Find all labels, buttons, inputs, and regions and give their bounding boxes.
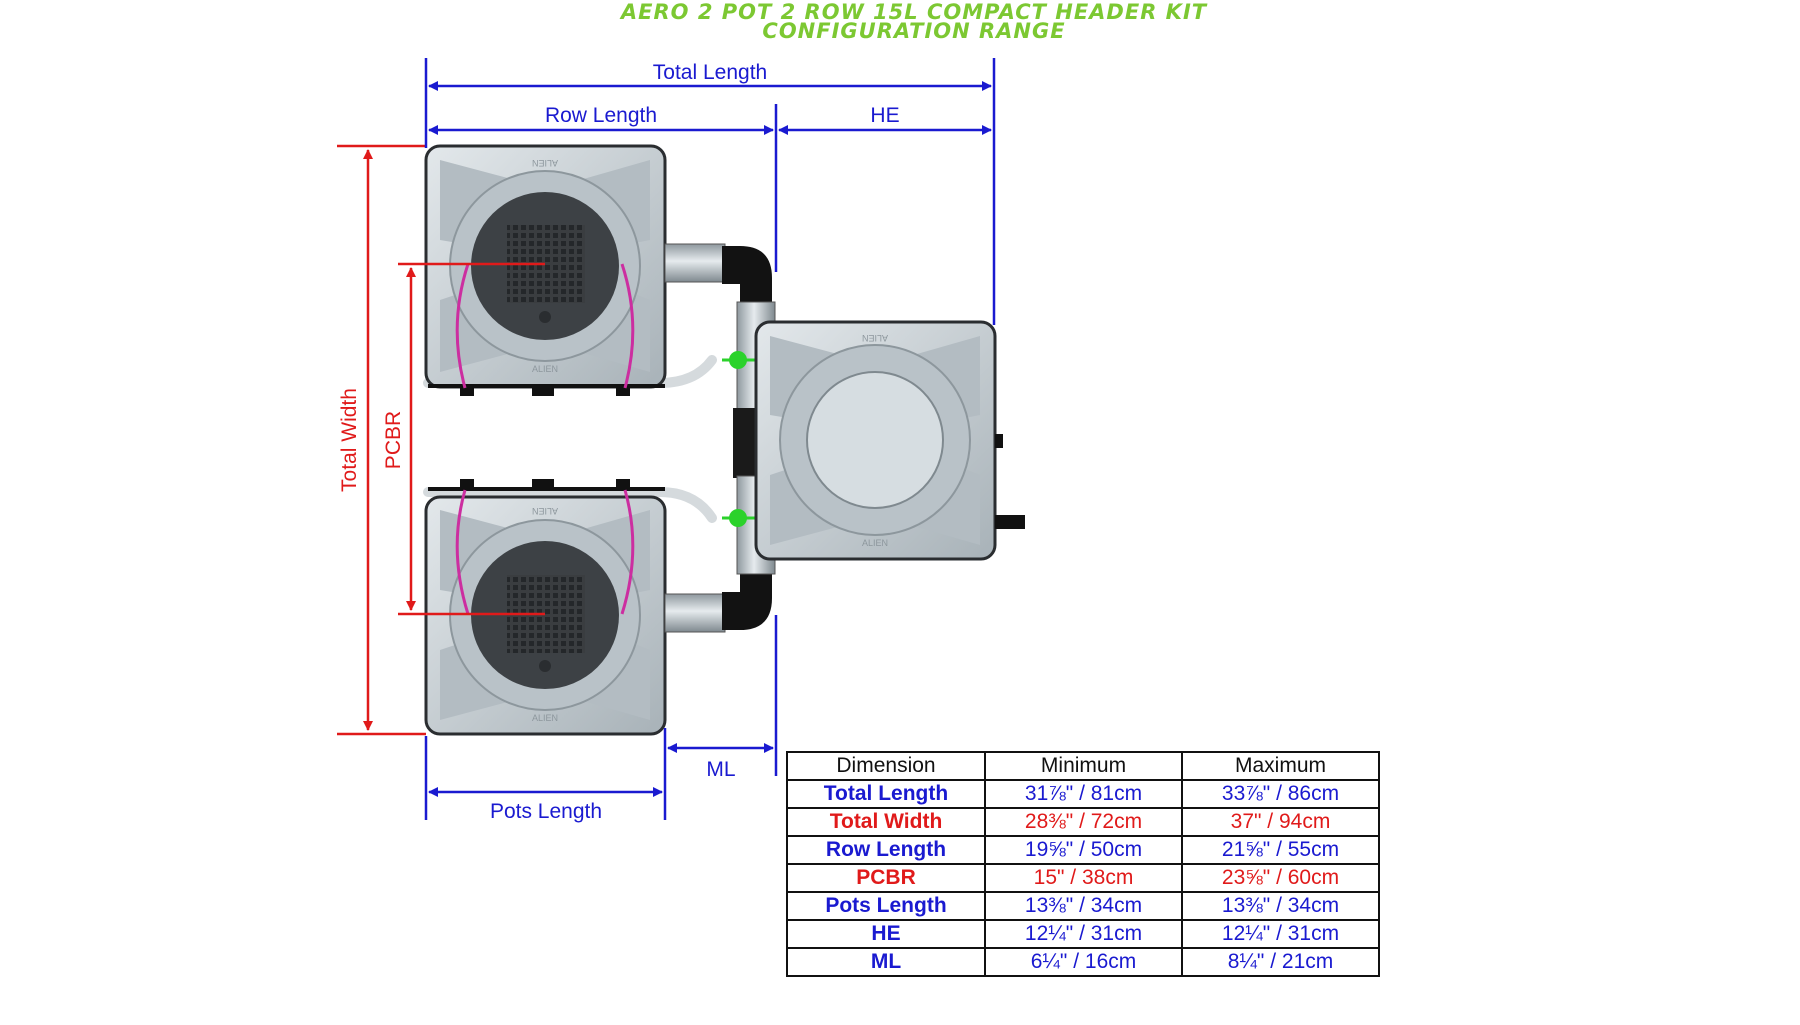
valve-bottom bbox=[722, 509, 755, 527]
table-row-min: 6¼" / 16cm bbox=[984, 947, 1183, 977]
title-line-1: AERO 2 POT 2 ROW 15L COMPACT HEADER KIT bbox=[619, 0, 1208, 24]
table-row: Total Width 28⅜" / 72cm 37" / 94cm bbox=[786, 807, 1380, 837]
table-row-min: 13⅜" / 34cm bbox=[984, 891, 1183, 921]
table-row-label: ML bbox=[786, 947, 986, 977]
dimension-table: Dimension Minimum Maximum Total Length 3… bbox=[786, 751, 1380, 977]
pot-brand-label: ALIEN bbox=[862, 538, 888, 548]
table-row-label: Total Width bbox=[786, 807, 986, 837]
pipe-bottom bbox=[664, 593, 726, 633]
pcbr-label: PCBR bbox=[382, 411, 405, 469]
total-length-label: Total Length bbox=[653, 61, 767, 84]
table-row-label: Pots Length bbox=[786, 891, 986, 921]
pots-length-label: Pots Length bbox=[490, 800, 602, 823]
table-header-maximum: Maximum bbox=[1181, 751, 1380, 781]
table-row-min: 19⅝" / 50cm bbox=[984, 835, 1183, 865]
table-row: Total Length 31⅞" / 81cm 33⅞" / 86cm bbox=[786, 779, 1380, 809]
table-row-max: 12¼" / 31cm bbox=[1181, 919, 1380, 949]
pot-brand-label: ALIEN bbox=[532, 158, 558, 168]
he-label: HE bbox=[870, 104, 899, 127]
table-row: Row Length 19⅝" / 50cm 21⅝" / 55cm bbox=[786, 835, 1380, 865]
pot-brand-label: ALIEN bbox=[532, 364, 558, 374]
table-header-minimum: Minimum bbox=[984, 751, 1183, 781]
pot-brand-label: ALIEN bbox=[532, 506, 558, 516]
table-row: HE 12¼" / 31cm 12¼" / 31cm bbox=[786, 919, 1380, 949]
table-row-label: Total Length bbox=[786, 779, 986, 809]
table-header-row: Dimension Minimum Maximum bbox=[786, 751, 1380, 781]
table-row-max: 21⅝" / 55cm bbox=[1181, 835, 1380, 865]
table-row-max: 23⅝" / 60cm bbox=[1181, 863, 1380, 893]
title-line-2: CONFIGURATION RANGE bbox=[762, 19, 1065, 43]
table-row-min: 31⅞" / 81cm bbox=[984, 779, 1183, 809]
table-row-max: 33⅞" / 86cm bbox=[1181, 779, 1380, 809]
table-row-min: 15" / 38cm bbox=[984, 863, 1183, 893]
table-row-label: HE bbox=[786, 919, 986, 949]
table-header-dimension: Dimension bbox=[786, 751, 986, 781]
pot-bottom-left: ALIEN ALIEN bbox=[424, 495, 667, 736]
table-row-max: 13⅜" / 34cm bbox=[1181, 891, 1380, 921]
total-width-label: Total Width bbox=[338, 388, 361, 492]
pot-brand-label: ALIEN bbox=[862, 333, 888, 343]
table-row-max: 37" / 94cm bbox=[1181, 807, 1380, 837]
header-pot: ALIEN ALIEN bbox=[754, 320, 1025, 561]
elbow-bottom bbox=[722, 572, 772, 630]
pipe-top bbox=[664, 243, 726, 283]
table-row: PCBR 15" / 38cm 23⅝" / 60cm bbox=[786, 863, 1380, 893]
row-length-label: Row Length bbox=[545, 104, 657, 127]
drip-tubes bbox=[455, 263, 635, 615]
table-row: Pots Length 13⅜" / 34cm 13⅜" / 34cm bbox=[786, 891, 1380, 921]
table-row-min: 28⅜" / 72cm bbox=[984, 807, 1183, 837]
table-row-label: PCBR bbox=[786, 863, 986, 893]
ml-label: ML bbox=[706, 758, 735, 781]
table-row-min: 12¼" / 31cm bbox=[984, 919, 1183, 949]
pot-brand-label: ALIEN bbox=[532, 713, 558, 723]
pot-top-left: ALIEN ALIEN bbox=[424, 144, 667, 389]
table-row-label: Row Length bbox=[786, 835, 986, 865]
valve-top bbox=[722, 351, 755, 369]
table-row: ML 6¼" / 16cm 8¼" / 21cm bbox=[786, 947, 1380, 977]
elbow-top bbox=[722, 246, 772, 305]
pot-feet bbox=[428, 384, 665, 491]
table-row-max: 8¼" / 21cm bbox=[1181, 947, 1380, 977]
